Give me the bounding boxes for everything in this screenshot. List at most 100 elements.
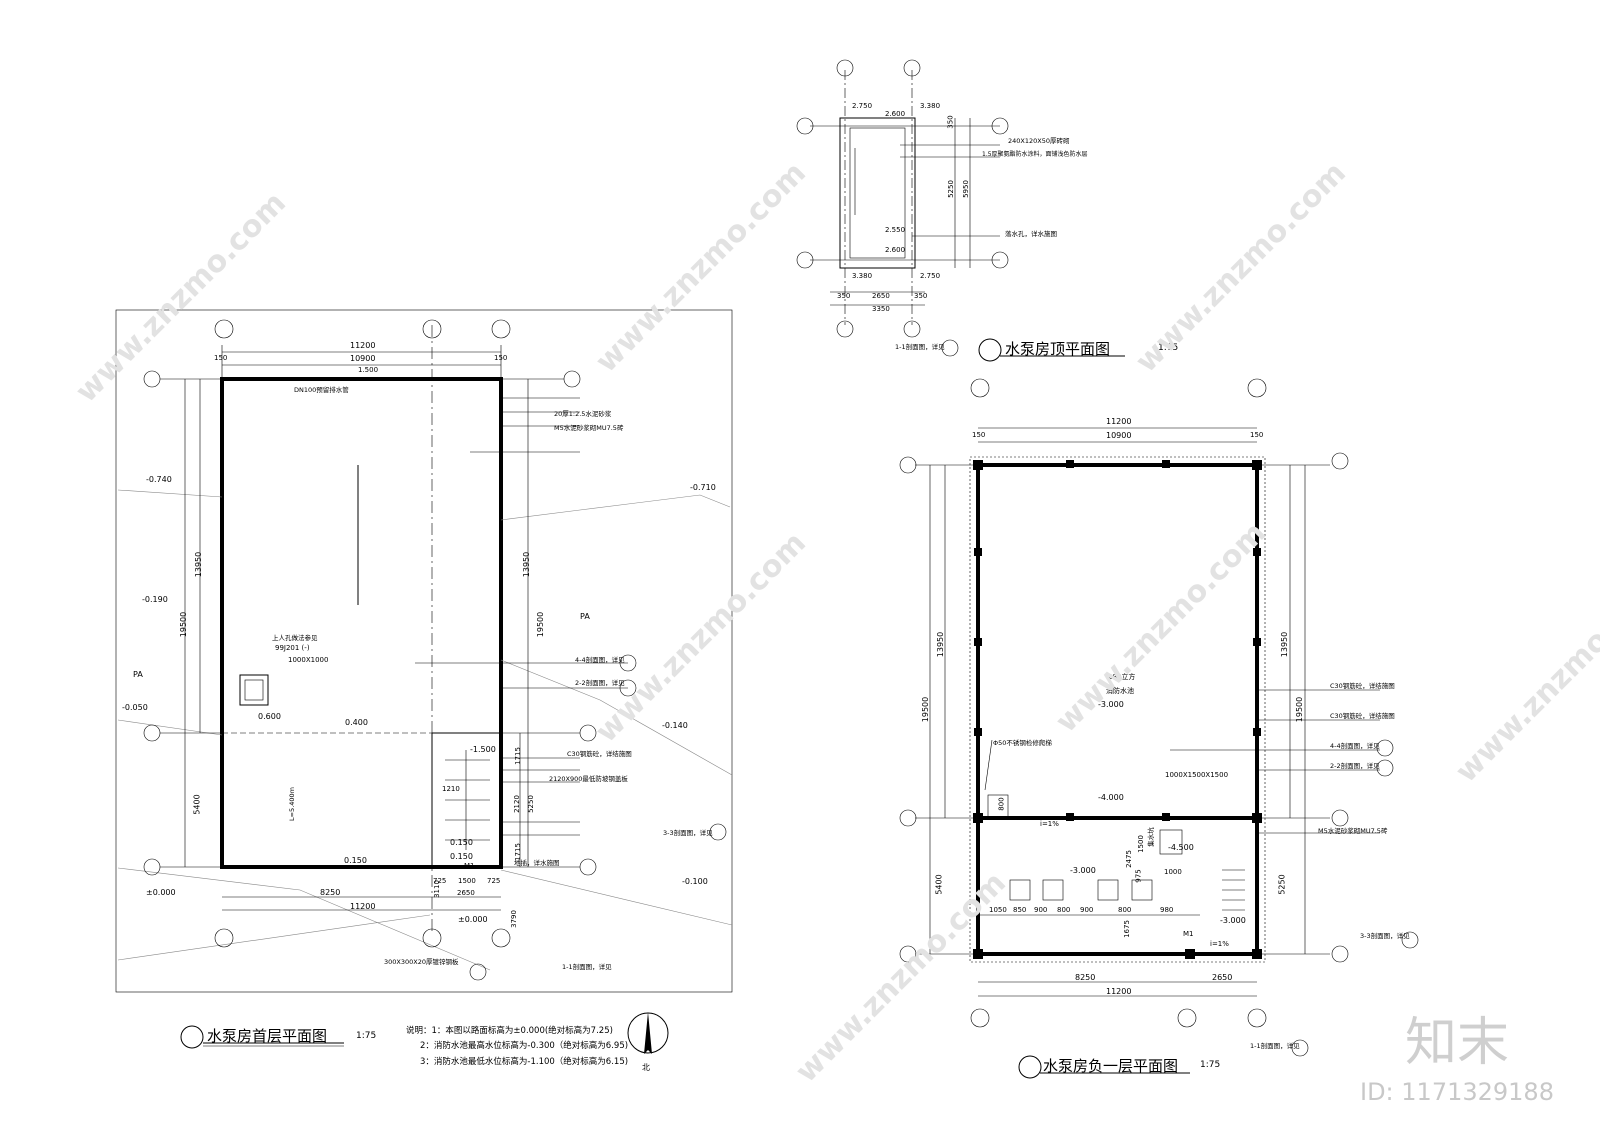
legend-note-3: 3：消防水池最低水位标高为-1.100（绝对标高为6.15) — [420, 1057, 629, 1067]
r-dim-2600a: 2.600 — [885, 110, 906, 118]
g-note-m1: M1 — [464, 862, 475, 870]
g-note-sec22: 2-2剖面图，详见 — [575, 679, 625, 687]
r-dim-350a: 350 — [837, 292, 851, 300]
g-lv-0150a: 0.150 — [344, 856, 367, 865]
b-dim-2475: 2475 — [1124, 850, 1133, 868]
b-note-sump: 集水坑 — [1146, 827, 1155, 847]
g-note-drain: 地插，详水施图 — [514, 859, 560, 867]
g-note-pa2: PA — [133, 670, 143, 679]
g-lv-0400: 0.400 — [345, 718, 368, 727]
bsmt-axis-B-right — [1331, 809, 1349, 827]
r-dim-2750a: 2.750 — [852, 102, 873, 110]
roof-axis-3-top — [903, 59, 921, 77]
r-dim-2650: 2650 — [872, 292, 890, 300]
g-dim-150b: 150 — [494, 354, 508, 362]
b-dim-11200-top: 11200 — [1106, 417, 1132, 426]
g-note-dn100: DN100预留排水管 — [294, 386, 349, 394]
g-dim-10900: 10900 — [350, 354, 376, 363]
g-dim-11200-bottom: 11200 — [350, 902, 376, 911]
b-dim-2650: 2650 — [1212, 973, 1233, 982]
basement-walls — [976, 463, 1259, 956]
r-note-sec11: 1-1剖面图，详见 — [895, 343, 945, 351]
b-dim-10900: 10900 — [1106, 431, 1132, 440]
bsmt-axis-A-left — [899, 945, 917, 963]
b-note-sec22: 2-2剖面图，详见 — [1330, 762, 1380, 770]
r-note-waterproof: 1.5厚聚氨酯防水涂料，面铺浅色防水层 — [982, 151, 1088, 158]
roof-title-circle — [978, 338, 1002, 362]
g-dim-1715a: 1715 — [513, 747, 522, 765]
roof-axis-2-bottom — [836, 320, 854, 338]
roof-outline — [839, 117, 916, 269]
ground-frame — [115, 309, 733, 993]
b-dim-1675: 1675 — [1122, 920, 1131, 938]
roof-title: 水泵房顶平面图 — [1005, 340, 1111, 358]
brand-logo: 知末 — [1405, 1013, 1510, 1073]
terrain-line — [117, 489, 223, 498]
g-note-c30: C30钢筋砼，详结施图 — [567, 750, 632, 758]
g-lv-0740: -0.740 — [146, 475, 172, 484]
g-dim-11200-top: 11200 — [350, 341, 376, 350]
b-dim-800a: 800 — [1057, 906, 1071, 914]
g-lv-0100: -0.100 — [682, 877, 708, 886]
ground-scale: 1:75 — [356, 1031, 377, 1041]
axis-bubble-2-top — [422, 319, 442, 339]
g-dim-725b: 725 — [487, 877, 501, 885]
g-lv-0140: -0.140 — [662, 721, 688, 730]
ground-stair-room — [431, 732, 502, 868]
b-dim-13950: 13950 — [936, 631, 946, 658]
g-note-pa1: PA — [580, 612, 590, 621]
r-dim-2550: 2.550 — [885, 226, 906, 234]
b-note-c30a: C30钢筋砼，详结施图 — [1330, 682, 1395, 690]
g-note-plate: 300X300X20厚镀锌钢板 — [384, 958, 459, 966]
b-dim-975: 975 — [1134, 869, 1143, 883]
g-dim-13950: 13950 — [194, 551, 204, 578]
pump-1 — [1009, 879, 1031, 901]
b-dim-5400: 5400 — [934, 874, 944, 895]
b-note-pit-size: 1000X1500X1500 — [1165, 771, 1229, 779]
g-dim-2650: 2650 — [457, 889, 475, 897]
axis-bubble-3-top — [491, 319, 511, 339]
g-note-sec33: 3-3剖面图，详见 — [663, 829, 713, 837]
roof-scale: 1:75 — [1158, 343, 1179, 353]
g-dim-5400: 5400 — [192, 794, 202, 815]
r-dim-2600b: 2.600 — [885, 246, 906, 254]
b-note-sec11: 1-1剖面图，详见 — [1250, 1042, 1300, 1050]
g-lv-0190: -0.190 — [142, 595, 168, 604]
r-dim-3380a: 3.380 — [920, 102, 941, 110]
g-note-sec44: 4-4剖面图，详见 — [575, 656, 625, 664]
g-dim-1500b: 1500 — [458, 877, 476, 885]
b-note-m1: M1 — [1183, 930, 1194, 938]
b-lv-4500: -4.500 — [1168, 843, 1194, 852]
roof-axis-B-left — [796, 117, 814, 135]
b-note-m5: M5水泥砂浆砌MU7.5砖 — [1318, 827, 1388, 835]
manhole — [239, 674, 269, 706]
g-dim-725a: 725 — [433, 877, 447, 885]
basement-plan — [899, 378, 1419, 1079]
b-lv-3000b: -3.000 — [1070, 866, 1096, 875]
g-note-manhole-3: 1000X1000 — [288, 656, 329, 664]
r-dim-3350: 3350 — [872, 305, 890, 313]
b-dim-150b: 150 — [1250, 431, 1264, 439]
bsmt-axis-1-top — [970, 378, 990, 398]
ground-title: 水泵房首层平面图 — [207, 1027, 328, 1045]
image-id: ID: 1171329188 — [1360, 1078, 1554, 1106]
g-dim-2120: 2120 — [512, 795, 521, 813]
legend-note-2: 2：消防水池最高水位标高为-0.300（绝对标高为6.95) — [420, 1041, 629, 1051]
b-dim-800c: 800 — [997, 797, 1006, 811]
g-note-20mm: 20厚1:2.5水泥砂浆 — [554, 410, 612, 418]
b-dim-900b: 900 — [1080, 906, 1094, 914]
sump-pit — [1159, 829, 1183, 855]
g-dim-1210: 1210 — [442, 785, 460, 793]
g-note-2120: 2120X900最低防坡钢盖板 — [549, 775, 628, 783]
b-dim-150a: 150 — [972, 431, 986, 439]
bsmt-axis-C-left — [899, 456, 917, 474]
b-lv-4000: -4.000 — [1098, 793, 1124, 802]
b-dim-1000: 1000 — [1164, 868, 1182, 876]
north-label: 北 — [642, 1063, 650, 1072]
b-note-ladder: Φ50不锈钢检修爬梯 — [993, 739, 1052, 747]
g-dim-19500: 19500 — [179, 611, 189, 638]
g-note-length: L=5.400m — [288, 786, 297, 822]
g-lv-000a: ±0.000 — [146, 888, 176, 897]
b-dim-19500: 19500 — [921, 696, 931, 723]
